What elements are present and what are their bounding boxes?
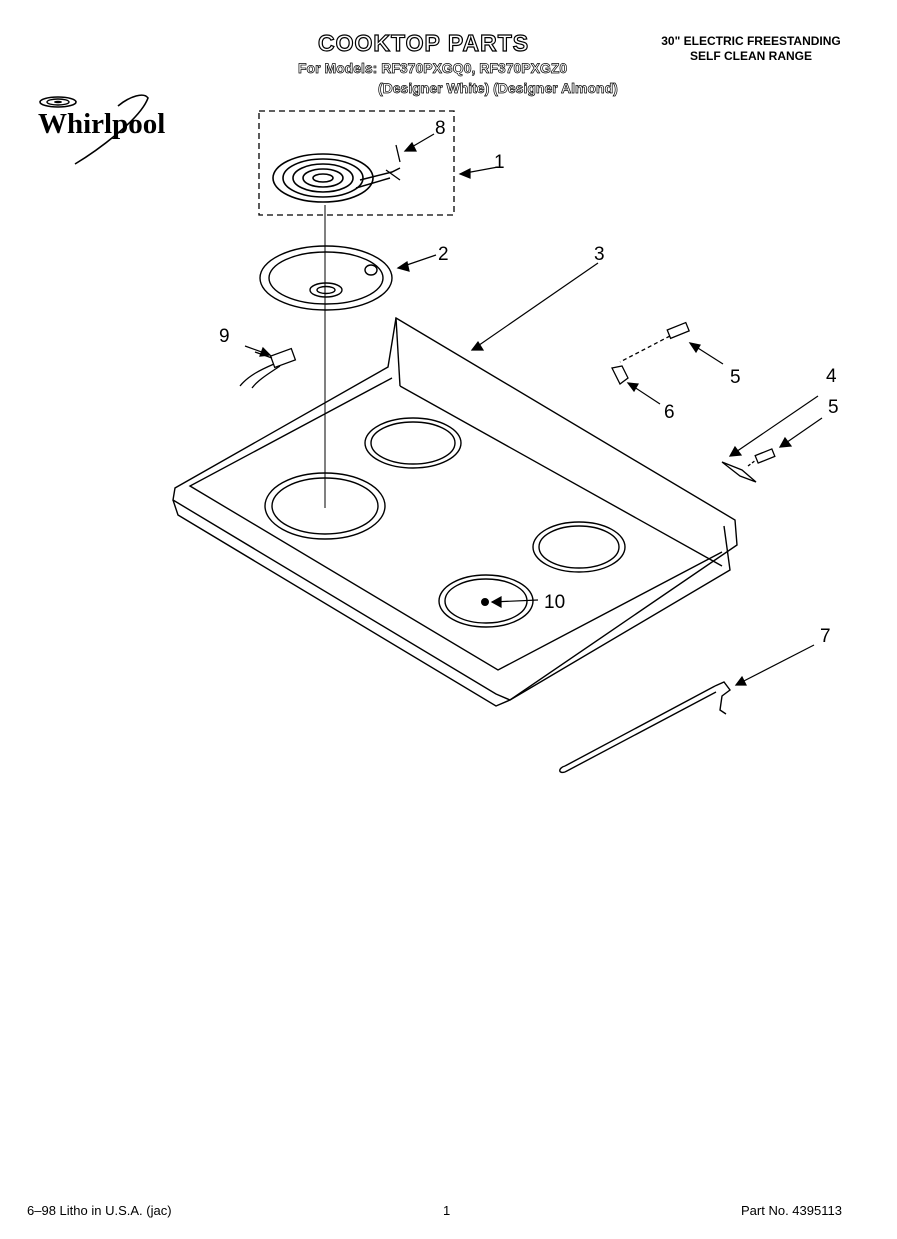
callout-5-upper: 5 [730,367,741,388]
part-7-rod [559,681,731,774]
callout-4: 4 [826,366,837,387]
part-1-surface-element [258,110,455,216]
models-line: For Models: RF370PXGQ0, RF370PXGZ0 [298,60,568,77]
page-title: COOKTOP PARTS [317,29,530,56]
callout-1: 1 [494,152,505,173]
callout-7: 7 [820,626,831,647]
part-4-hinge [721,448,776,483]
brand-name: Whirlpool [38,108,166,140]
callout-10: 10 [544,592,565,613]
part-10-screw [481,598,489,606]
range-type-line1: 30" ELECTRIC FREESTANDING [661,34,841,48]
callout-8: 8 [435,118,446,139]
logo-swirl-icon [39,94,149,165]
brand-logo [20,90,180,170]
callout-numbers: 1 2 3 4 5 5 6 7 8 9 10 [219,118,839,647]
footer-page-number: 1 [443,1203,451,1218]
part-6-clip [611,365,629,385]
footer-print-info: 6–98 Litho in U.S.A. (jac) [27,1203,172,1218]
callout-3: 3 [594,244,605,265]
range-type: 30" ELECTRIC FREESTANDING SELF CLEAN RAN… [641,34,861,64]
leader-lines [244,133,823,686]
footer-part-number: Part No. 4395113 [741,1203,842,1218]
callout-2: 2 [438,244,449,265]
range-type-line2: SELF CLEAN RANGE [689,49,812,63]
part-3-cooktop [172,316,738,707]
part-5-screw-upper [619,321,690,363]
callout-6: 6 [664,402,675,423]
callout-9: 9 [219,326,230,347]
variants-line: (Designer White) (Designer Almond) [378,80,619,97]
part-2-drip-bowl [259,245,393,311]
callout-5-lower: 5 [828,397,839,418]
part-9-terminal-block [239,347,297,389]
